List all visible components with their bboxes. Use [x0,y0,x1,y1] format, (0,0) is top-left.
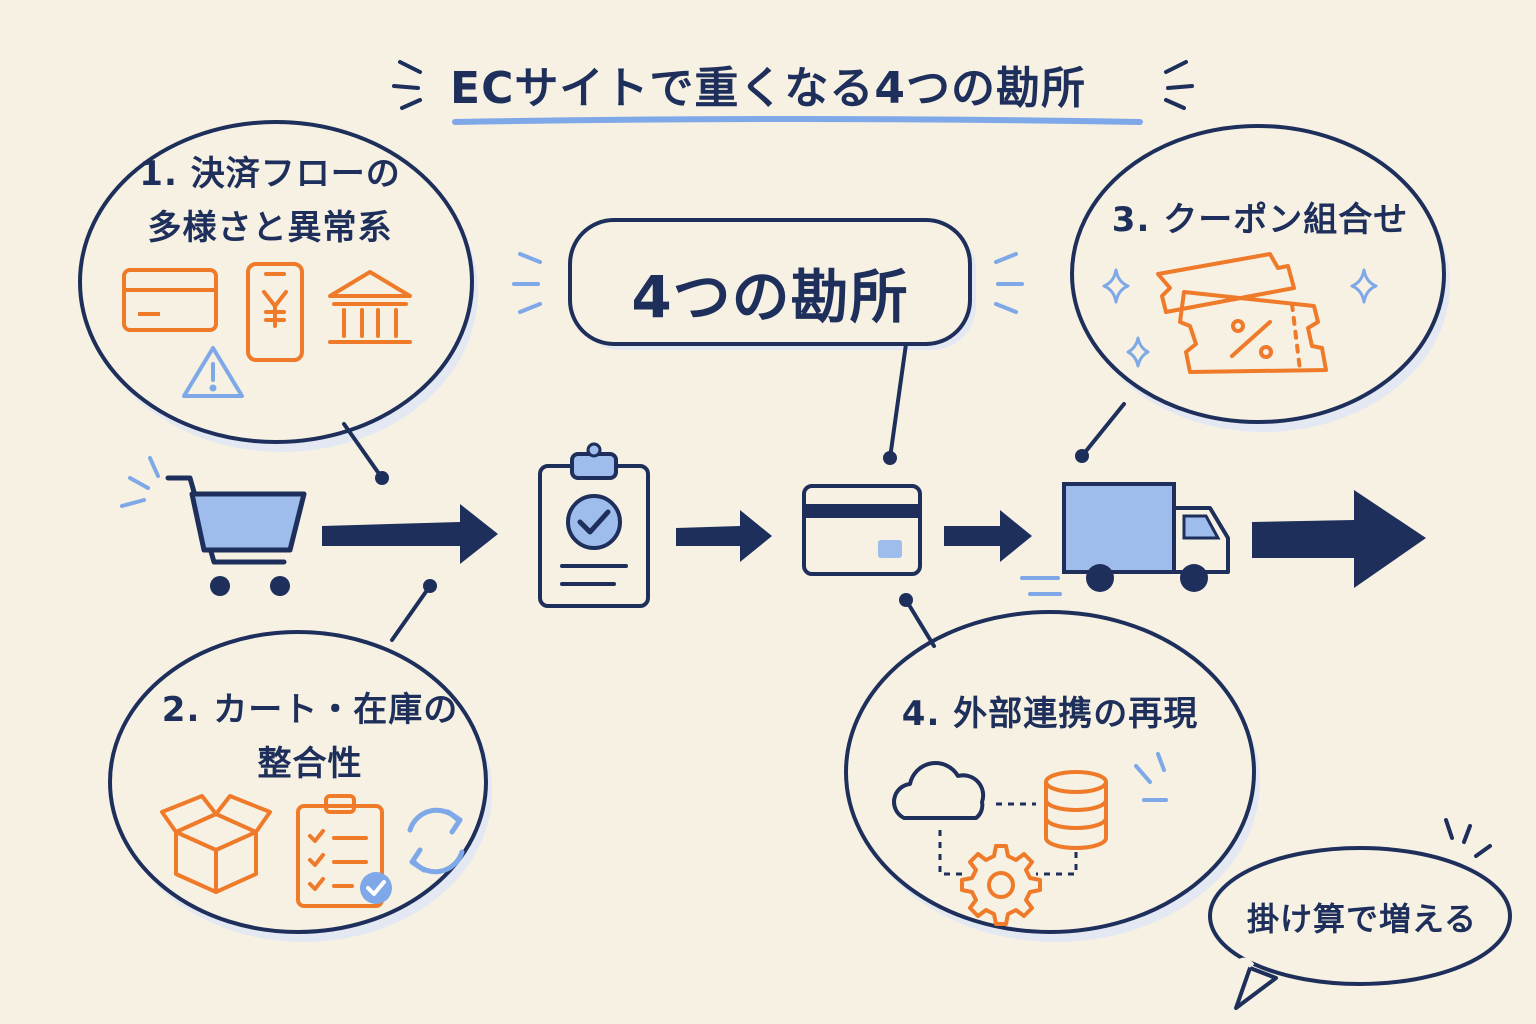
center-emphasis-lines [512,252,1024,314]
bubble-2-title-line2: 整合性 [257,744,363,784]
bubble-1-title-line1: 1. 決済フローの [139,154,401,194]
page-title: ECサイトで重くなる4つの勘所 [450,63,1086,114]
bank-icon [328,270,412,344]
center-label: 4つの勘所 [631,263,909,331]
bubble-4 [844,593,1260,942]
bubble-2 [108,579,492,942]
title-underline [452,116,1143,125]
clipboard-check-icon [538,442,650,608]
cloud-icon [892,761,986,820]
bubble-3 [1070,124,1450,463]
arrow-4 [1252,490,1426,588]
connector-lines [938,802,1078,876]
title-decoration [392,60,1194,110]
warning-icon [182,346,244,398]
bubble-3-title: 3. クーポン組合せ [1111,200,1409,240]
note-text: 掛け算で増える [1246,900,1478,938]
gear-icon [960,844,1042,926]
arrow-2 [676,510,772,562]
center-label-box [568,218,976,465]
check-badge-icon [360,872,392,904]
database-icon [1044,770,1108,850]
sparkle-icon [1102,268,1378,368]
emphasis-lines [1134,752,1168,802]
checklist-icon [296,794,384,908]
bubble-1-title-line2: 多様さと異常系 [147,208,393,248]
credit-card-icon [122,268,218,332]
sync-icon [407,807,465,875]
box-icon [160,794,272,894]
bubble-4-title: 4. 外部連携の再現 [901,694,1199,734]
credit-card-flow-icon [802,484,922,576]
bubble-2-title-line1: 2. カート・在庫の [161,690,459,730]
coupon-icon [1156,252,1328,374]
truck-icon [1020,482,1230,596]
arrow-1 [322,504,498,564]
arrow-3 [944,510,1032,562]
note-bubble [1208,846,1512,1010]
bubble-1 [78,120,478,485]
smartphone-yen-icon [246,262,304,362]
note-emphasis-lines [1444,818,1492,858]
cart-icon [120,456,307,596]
